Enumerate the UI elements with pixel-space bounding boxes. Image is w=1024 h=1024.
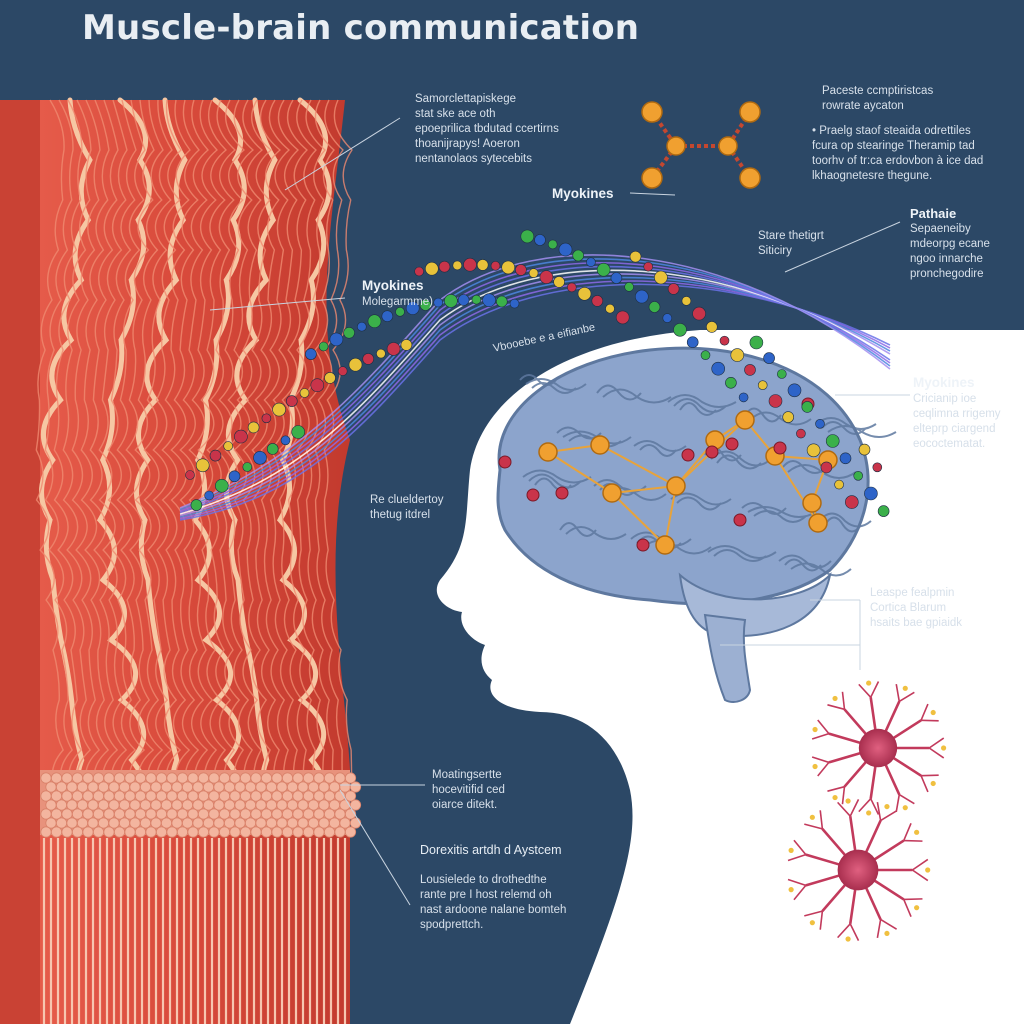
lower-description: Lousielede to drothedthe rante pre I hos…: [420, 874, 567, 931]
page-title: Muscle-brain communication: [82, 8, 640, 48]
muscle-cell-texture: [40, 772, 362, 838]
top-center-description: Samorclettapiskege stat ske ace oth epoe…: [415, 93, 559, 165]
signal-stream: [179, 229, 891, 521]
pathway-heading: Pathaie: [910, 206, 957, 221]
leader-lines: [209, 117, 910, 906]
myokines-right-label: Myokines: [913, 375, 975, 390]
top-right-bullets: • Praelg staof steaida odrettiles fcura …: [812, 125, 984, 182]
top-right-heading: Paceste ccmptiristcas rowrate aycaton: [822, 85, 934, 112]
muscle-block: [0, 97, 362, 1024]
myokines-left-sublabel: Molegarmme): [362, 296, 433, 308]
molecule-icon: [641, 101, 761, 189]
stream-label: Stare thetigrt Siticiry: [758, 230, 824, 257]
neuron-icon: [787, 680, 947, 942]
muscle-callout: Re clueldertoy thetug itdrel: [370, 494, 444, 521]
myokines-left-label: Myokines: [362, 278, 424, 293]
brain-stem-label: Leaspe fealpmin Cortica Blarum hsaits ba…: [870, 587, 963, 629]
myokines-top-label: Myokines: [552, 186, 614, 201]
lower-mid-label: Moatingsertte hocevitifid ced oiarce dit…: [432, 769, 505, 811]
myokines-right-description: Cricianip ioe ceqlimna rrigemy elteprp c…: [913, 393, 1001, 450]
muscle-fiber-stripes: [42, 838, 347, 1024]
lower-heading: Dorexitis artdh d Aystcem: [420, 843, 562, 857]
pathway-description: Sepaeneiby mdeorpg ecane ngoo innarche p…: [910, 223, 990, 280]
brain-icon: [496, 346, 897, 703]
